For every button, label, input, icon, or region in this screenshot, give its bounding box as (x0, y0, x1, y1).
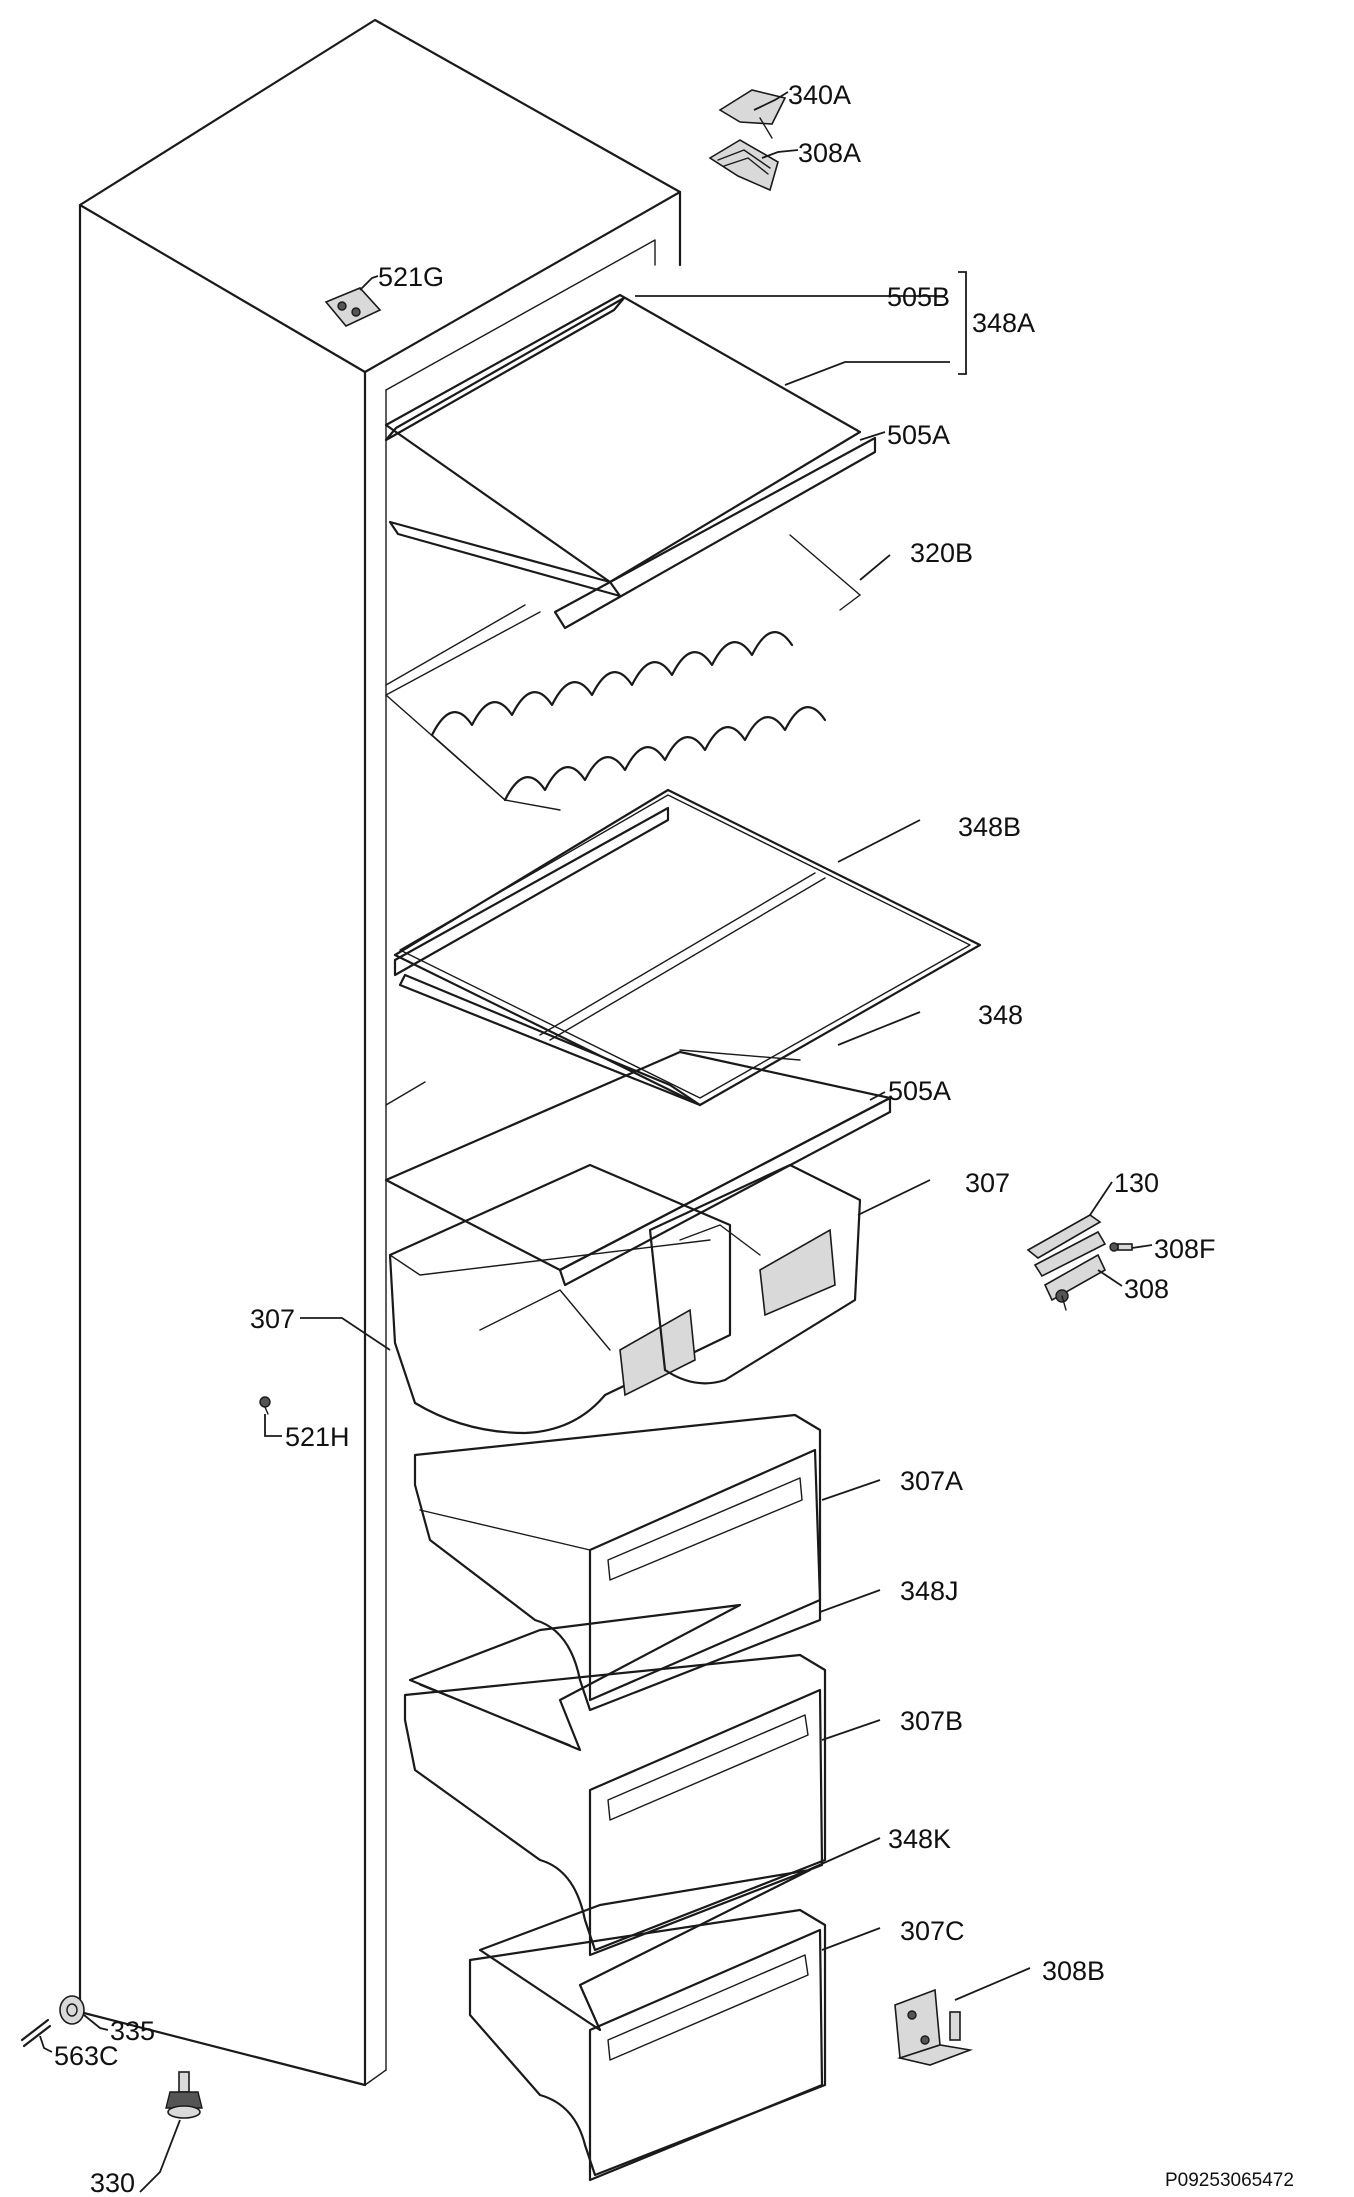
label-505A-top: 505A (887, 420, 950, 450)
wine-rack-320B (385, 534, 861, 811)
label-130: 130 (1114, 1168, 1159, 1198)
part-308A (708, 139, 779, 192)
label-505A-mid: 505A (888, 1076, 951, 1106)
label-348B: 348B (958, 812, 1021, 842)
drawing-code: P09253065472 (1165, 2170, 1294, 2191)
shelf-348 (384, 1049, 892, 1287)
label-308B: 308B (1042, 1956, 1105, 1986)
label-348: 348 (978, 1000, 1023, 1030)
screw-521H (259, 1396, 271, 1415)
plate-348J (408, 1603, 742, 1752)
label-340A: 340A (788, 80, 851, 110)
label-521G: 521G (378, 262, 444, 292)
screw-308F (1109, 1242, 1133, 1252)
label-307-left: 307 (250, 1304, 295, 1334)
foot-335 (59, 1995, 85, 2025)
hinge-308B (894, 1988, 974, 2066)
hinge-130 (1026, 1214, 1107, 1311)
label-348A: 348A (972, 308, 1035, 338)
label-307C: 307C (900, 1916, 965, 1946)
label-308: 308 (1124, 1274, 1169, 1304)
leader-lines (39, 91, 1153, 2193)
label-348J: 348J (900, 1576, 959, 1606)
label-521H: 521H (285, 1422, 350, 1452)
label-348K: 348K (888, 1824, 951, 1854)
label-308A: 308A (798, 138, 861, 168)
drawer-307A (413, 1413, 822, 1712)
shelf-348B (393, 788, 982, 1107)
part-521G (324, 287, 382, 327)
label-320B: 320B (910, 538, 973, 568)
crisper-307-right (648, 1163, 862, 1385)
label-505B: 505B (887, 282, 950, 312)
cabinet (78, 18, 682, 2087)
label-330: 330 (90, 2168, 135, 2197)
crisper-307-left (388, 1163, 732, 1435)
label-335: 335 (110, 2016, 155, 2046)
drawer-307B (403, 1653, 827, 1957)
label-307-right: 307 (965, 1168, 1010, 1198)
label-563C: 563C (54, 2041, 119, 2071)
foot-330 (165, 2071, 203, 2119)
part-340A (718, 89, 787, 139)
plate-348K (478, 1868, 812, 2032)
pin-563C (20, 2018, 52, 2048)
shelf-348A (384, 293, 877, 630)
label-307A: 307A (900, 1466, 963, 1496)
drawer-307C (468, 1908, 827, 2182)
label-307B: 307B (900, 1706, 963, 1736)
label-308F: 308F (1154, 1234, 1216, 1264)
